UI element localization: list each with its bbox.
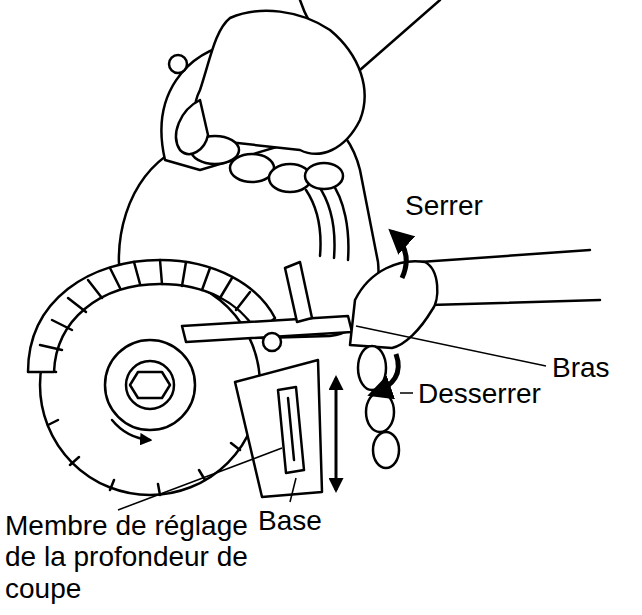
callout-label: Bras [552, 352, 610, 383]
finger [373, 432, 399, 468]
housing-vents [306, 180, 348, 260]
callout-label: Serrer [405, 190, 483, 221]
rotation-arrow [112, 420, 150, 440]
forearm [420, 250, 600, 305]
blade-segments [45, 370, 258, 495]
lever-bolt [263, 333, 281, 351]
finger [230, 154, 274, 182]
loosen-arrow [372, 354, 398, 394]
leader-line [290, 478, 296, 502]
finger [305, 163, 343, 189]
base-plate [235, 360, 322, 497]
depth-slot [288, 398, 294, 460]
callout-label: Desserrer [418, 378, 541, 409]
upper-hand [195, 11, 365, 154]
blade-flange [105, 340, 195, 430]
finger [358, 346, 386, 390]
leader-line [400, 392, 413, 394]
depth-arrow [335, 378, 338, 490]
leader-line [118, 448, 282, 510]
tighten-arrow [392, 232, 406, 278]
blade-guard [28, 260, 275, 372]
nut [130, 372, 170, 398]
leader-line [356, 326, 546, 366]
washer [126, 361, 174, 409]
callout-label: Base [258, 505, 322, 536]
handle-screw [169, 55, 187, 73]
callout-label: Membre de réglage de la profondeur de co… [5, 510, 277, 604]
finger [366, 392, 394, 432]
depth-member [278, 387, 304, 473]
lever-bracket [285, 262, 312, 322]
thumb [176, 100, 208, 154]
lower-hand [350, 261, 437, 348]
